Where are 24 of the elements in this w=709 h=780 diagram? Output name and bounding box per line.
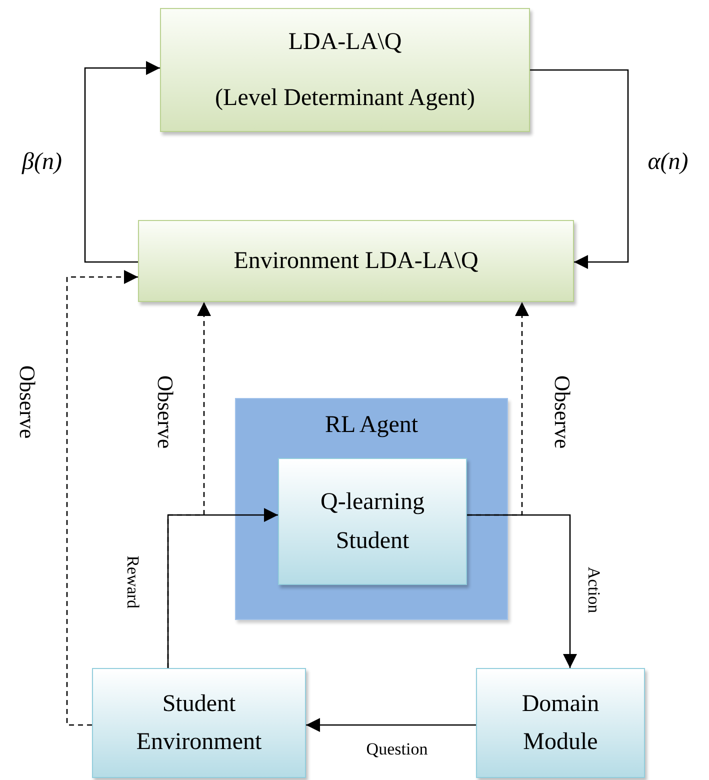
edge-label: Reward xyxy=(124,556,142,608)
arrow xyxy=(306,718,476,732)
node-text: Environment LDA-LA\Q xyxy=(232,247,480,276)
edge-label: α(n) xyxy=(648,150,688,174)
process-box xyxy=(92,668,306,778)
node-text: Q-learning Student xyxy=(320,488,426,556)
node-text: Domain Module xyxy=(520,690,600,757)
process-box xyxy=(160,8,530,132)
node-text: Student Environment xyxy=(135,690,263,757)
node-text: (Level Determinant Agent) xyxy=(214,84,476,113)
arrow xyxy=(84,61,160,263)
edge-label: β(n) xyxy=(22,150,62,174)
process-box xyxy=(476,668,645,778)
arrow xyxy=(66,270,138,726)
node-text: RL Agent xyxy=(324,411,420,440)
edge-label: Question xyxy=(366,740,428,758)
arrow xyxy=(467,302,529,516)
process-box xyxy=(278,458,467,585)
agent-panel xyxy=(235,398,508,620)
node-text: LDA-LA\Q xyxy=(287,28,403,57)
arrow xyxy=(530,69,629,269)
edge-label: Action xyxy=(586,566,602,614)
arrow xyxy=(167,302,211,668)
process-box xyxy=(138,220,574,302)
